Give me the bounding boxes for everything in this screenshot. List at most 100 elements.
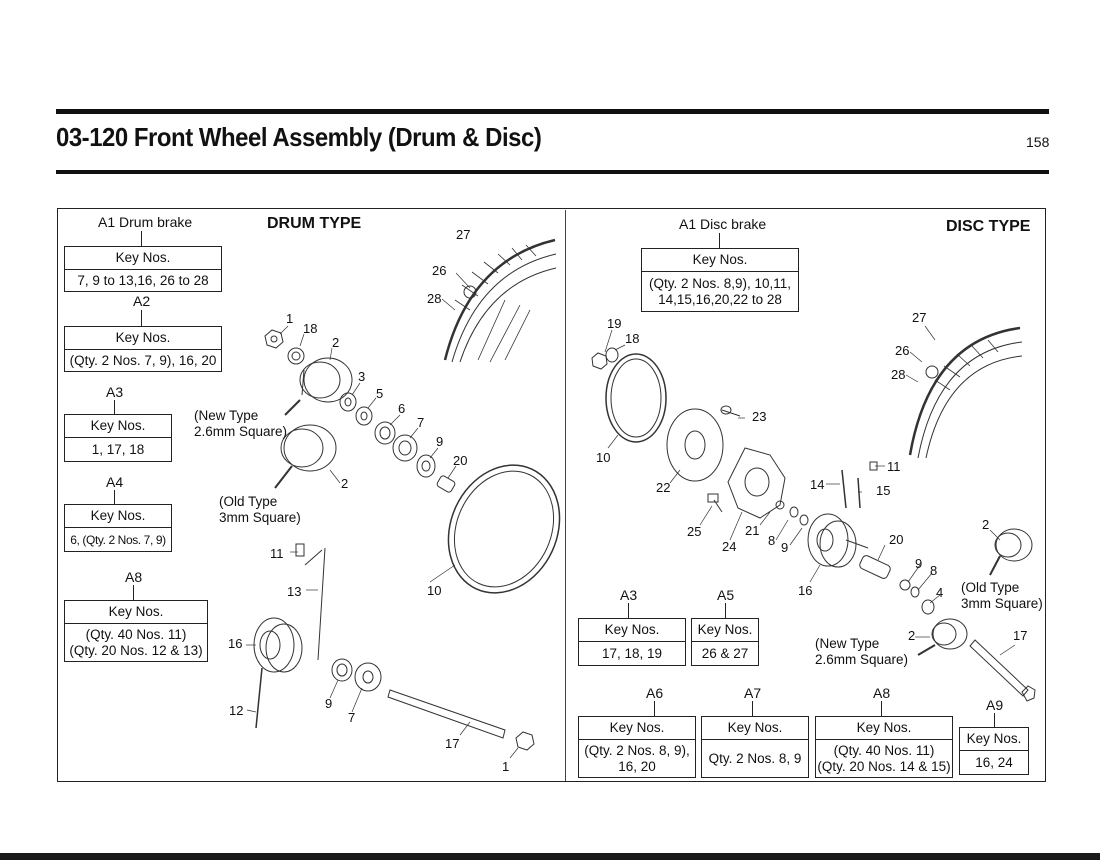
- drum-old-type-note: (Old Type 3mm Square): [219, 494, 301, 526]
- drum-a1-key-box: Key Nos. 7, 9 to 13,16, 26 to 28: [64, 246, 222, 292]
- disc-callout-4: 4: [936, 585, 944, 600]
- disc-callout-2-old: 2: [982, 517, 990, 532]
- disc-tyre-drawing: [910, 328, 1022, 458]
- disc-callout-21: 21: [745, 523, 760, 538]
- drum-a8-key-box: Key Nos. (Qty. 40 Nos. 11) (Qty. 20 Nos.…: [64, 600, 208, 662]
- disc-rim-drawing: [606, 354, 666, 442]
- drum-callout-7: 7: [417, 415, 425, 430]
- drum-a3-key-header: Key Nos.: [65, 415, 171, 438]
- disc-a1-key-box: Key Nos. (Qty. 2 Nos. 8,9), 10,11, 14,15…: [641, 248, 799, 312]
- drum-rim-drawing: [428, 447, 580, 611]
- drum-tyre-drawing: [445, 240, 556, 362]
- drum-a4-key-values: 6, (Qty. 2 Nos. 7, 9): [70, 532, 166, 547]
- diagram-frame: [57, 208, 1046, 782]
- drum-new-type-note: (New Type 2.6mm Square): [194, 408, 288, 440]
- drum-a8-label: A8: [125, 569, 143, 585]
- drum-callout-2-old: 2: [341, 476, 349, 491]
- disc-a8-key-values-2: (Qty. 20 Nos. 14 & 15): [817, 759, 951, 774]
- disc-old-type-note: (Old Type 3mm Square): [961, 580, 1043, 612]
- disc-a1-key-header: Key Nos.: [642, 249, 798, 272]
- disc-new-type-note: (New Type 2.6mm Square): [815, 636, 909, 668]
- disc-a6-label: A6: [646, 685, 664, 701]
- bottom-bar: [0, 853, 1100, 860]
- disc-callout-11: 11: [887, 459, 901, 474]
- drum-callout-26: 26: [432, 263, 447, 278]
- disc-a5-label: A5: [717, 587, 735, 603]
- disc-a7-stem: [752, 701, 754, 716]
- disc-callout-27: 27: [912, 310, 927, 325]
- drum-a8-key-values-2: (Qty. 20 Nos. 12 & 13): [69, 643, 203, 658]
- drum-callout-17: 17: [445, 736, 460, 751]
- disc-a5-stem: [725, 603, 727, 618]
- disc-a3-label: A3: [620, 587, 638, 603]
- drum-a2-stem: [141, 310, 143, 326]
- disc-callout-24: 24: [722, 539, 737, 554]
- drum-callout-27: 27: [456, 227, 471, 242]
- disc-type-title: DISC TYPE: [946, 218, 1031, 235]
- drum-nut-drawing: [265, 330, 283, 348]
- drum-a3-stem: [114, 400, 116, 414]
- disc-hub-drawing: [808, 514, 868, 567]
- disc-a8-key-header: Key Nos.: [816, 717, 952, 740]
- drum-callout-1b: 1: [502, 759, 510, 774]
- disc-callout-19: 19: [607, 316, 622, 331]
- drum-a3-key-box: Key Nos. 1, 17, 18: [64, 414, 172, 462]
- disc-a7-key-box: Key Nos. Qty. 2 Nos. 8, 9: [701, 716, 809, 778]
- drum-a2-key-header: Key Nos.: [65, 327, 221, 350]
- disc-callout-25: 25: [687, 524, 702, 539]
- disc-callout-16: 16: [798, 583, 813, 598]
- disc-a8-key-box: Key Nos. (Qty. 40 Nos. 11) (Qty. 20 Nos.…: [815, 716, 953, 778]
- disc-a8-key-values-1: (Qty. 40 Nos. 11): [833, 742, 935, 758]
- drum-a2-label: A2: [133, 293, 151, 309]
- disc-a3-key-box: Key Nos. 17, 18, 19: [578, 618, 686, 666]
- disc-callout-23: 23: [752, 409, 767, 424]
- disc-a1-key-values-1: (Qty. 2 Nos. 8,9), 10,11,: [648, 275, 792, 291]
- disc-plate-new-drawing: [918, 619, 967, 655]
- drum-a8-stem: [133, 585, 135, 600]
- disc-a3-key-values: 17, 18, 19: [601, 645, 663, 661]
- drum-callout-6: 6: [398, 401, 406, 416]
- disc-a1-key-values-2: 14,15,16,20,22 to 28: [658, 292, 782, 307]
- disc-callout-15: 15: [876, 483, 891, 498]
- drum-hub-drawing: [254, 618, 302, 728]
- drum-callout-13: 13: [287, 584, 302, 599]
- drum-a4-key-box: Key Nos. 6, (Qty. 2 Nos. 7, 9): [64, 504, 172, 552]
- panel-divider: [565, 210, 566, 781]
- disc-a7-key-values: Qty. 2 Nos. 8, 9: [708, 750, 802, 766]
- page-title: 03-120 Front Wheel Assembly (Drum & Disc…: [56, 122, 542, 152]
- disc-a9-stem: [994, 713, 996, 727]
- disc-callout-22: 22: [656, 480, 671, 495]
- drum-type-title: DRUM TYPE: [267, 215, 362, 232]
- disc-a5-key-values: 26 & 27: [701, 645, 749, 661]
- disc-callout-14: 14: [810, 477, 825, 492]
- drum-callout-1: 1: [286, 311, 294, 326]
- drum-a1-key-header: Key Nos.: [65, 247, 221, 270]
- disc-a6-stem: [654, 701, 656, 716]
- drum-a1-key-values: 7, 9 to 13,16, 26 to 28: [77, 272, 209, 288]
- disc-callout-18: 18: [625, 331, 640, 346]
- disc-a9-key-values: 16, 24: [975, 754, 1013, 770]
- drum-a4-key-header: Key Nos.: [65, 505, 171, 528]
- disc-callout-9b: 9: [915, 556, 923, 571]
- disc-a7-key-header: Key Nos.: [702, 717, 808, 740]
- drum-callout-12: 12: [229, 703, 244, 718]
- disc-a5-key-header: Key Nos.: [692, 619, 758, 642]
- drum-callout-11: 11: [270, 546, 284, 561]
- drum-callout-28: 28: [427, 291, 442, 306]
- disc-a3-stem: [628, 603, 630, 618]
- disc-a1-label: A1 Disc brake: [679, 216, 767, 232]
- disc-callout-26: 26: [895, 343, 910, 358]
- title-rule: [56, 170, 1049, 174]
- drum-callout-16: 16: [228, 636, 243, 651]
- drum-callout-3: 3: [358, 369, 366, 384]
- disc-a9-key-box: Key Nos. 16, 24: [959, 727, 1029, 775]
- drum-callout-9: 9: [436, 434, 444, 449]
- drum-a2-key-values: (Qty. 2 Nos. 7, 9), 16, 20: [69, 352, 217, 368]
- disc-a9-key-header: Key Nos.: [960, 728, 1028, 751]
- disc-spindle-drawing: [970, 640, 1035, 701]
- drum-a4-label: A4: [106, 474, 124, 490]
- disc-a6-key-header: Key Nos.: [579, 717, 695, 740]
- disc-a6-key-values-2: 16, 20: [618, 759, 656, 774]
- drum-callout-7b: 7: [348, 710, 356, 725]
